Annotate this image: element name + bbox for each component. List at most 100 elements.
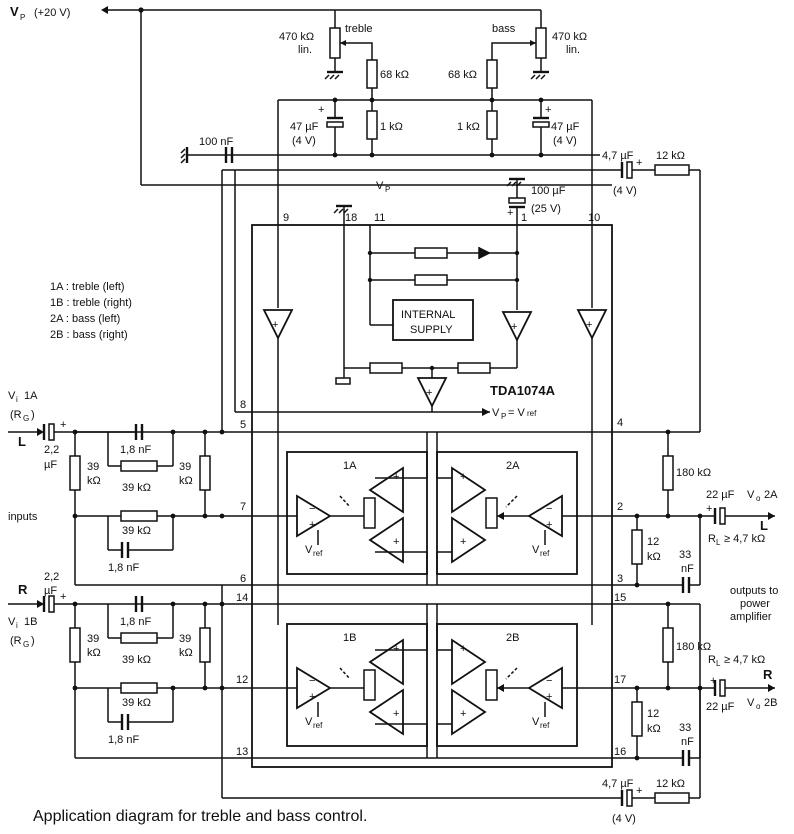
pin-18: 18: [345, 212, 357, 224]
svg-text:2,2: 2,2: [44, 571, 59, 583]
svg-text:12: 12: [647, 708, 659, 720]
pin-13: 13: [236, 746, 248, 758]
outputs-label-1: outputs to: [730, 585, 778, 597]
svg-text:(4 V): (4 V): [612, 813, 636, 825]
svg-text:≥ 4,7 kΩ: ≥ 4,7 kΩ: [724, 533, 765, 545]
supply-rail: [101, 6, 612, 186]
svg-text:kΩ: kΩ: [87, 475, 101, 487]
svg-text:V: V: [532, 544, 540, 556]
svg-text:39: 39: [179, 633, 191, 645]
pot-treble-value: 470 kΩ: [279, 31, 314, 43]
pin-5: 5: [240, 419, 246, 431]
svg-text:−: −: [309, 503, 315, 515]
svg-text:4,7 µF: 4,7 µF: [602, 778, 634, 790]
internal-supply-section: [234, 170, 608, 625]
svg-text:R: R: [763, 667, 773, 682]
svg-text:33: 33: [679, 549, 691, 561]
pin-2: 2: [617, 501, 623, 513]
svg-text:o: o: [756, 702, 761, 711]
svg-text:(R: (R: [10, 409, 22, 421]
svg-text:47 µF: 47 µF: [290, 121, 319, 133]
svg-text:2,2: 2,2: [44, 444, 59, 456]
svg-text:R: R: [18, 582, 28, 597]
svg-text:+: +: [460, 536, 466, 548]
svg-text:12 kΩ: 12 kΩ: [656, 778, 685, 790]
section-2b: [436, 604, 715, 758]
svg-text:≥ 4,7 kΩ: ≥ 4,7 kΩ: [724, 654, 765, 666]
treble-label: treble: [345, 23, 373, 35]
svg-text:P: P: [501, 412, 506, 421]
svg-text:(4 V): (4 V): [292, 135, 316, 147]
svg-text:µF: µF: [44, 459, 57, 471]
svg-text:(4 V): (4 V): [553, 135, 577, 147]
svg-text:+: +: [393, 708, 399, 720]
input-network-b: [8, 595, 700, 759]
svg-text:+: +: [710, 675, 716, 687]
pin-12: 12: [236, 674, 248, 686]
section-2a: [436, 432, 715, 585]
svg-text:µF: µF: [44, 585, 57, 597]
svg-text:(4 V): (4 V): [613, 185, 637, 197]
svg-text:1A: 1A: [24, 390, 38, 402]
outputs-label-3: amplifier: [730, 611, 772, 623]
inputs-label: inputs: [8, 511, 38, 523]
tone-networks: [180, 97, 600, 225]
vo2a-label: V: [747, 489, 755, 501]
svg-text:+: +: [318, 104, 324, 116]
vref-eq-label: V: [492, 407, 500, 419]
svg-text:+: +: [636, 157, 642, 169]
svg-text:V: V: [305, 544, 313, 556]
svg-text:V: V: [532, 716, 540, 728]
pin-10: 10: [588, 212, 600, 224]
chip-name: TDA1074A: [490, 383, 556, 398]
svg-text:+: +: [636, 785, 642, 797]
top-feedback-network: [221, 161, 701, 432]
svg-text:+: +: [460, 708, 466, 720]
pot-bass-value: 470 kΩ: [552, 31, 587, 43]
svg-text:1 kΩ: 1 kΩ: [457, 121, 480, 133]
pin-16: 16: [614, 746, 626, 758]
svg-text:−: −: [546, 675, 552, 687]
treble-potentiometer: [324, 10, 378, 100]
svg-text:+: +: [546, 519, 552, 531]
svg-text:39 kΩ: 39 kΩ: [122, 697, 151, 709]
svg-text:1,8 nF: 1,8 nF: [108, 562, 139, 574]
svg-text:): ): [31, 409, 35, 421]
svg-text:nF: nF: [681, 736, 694, 748]
pin-17: 17: [614, 674, 626, 686]
svg-text:+: +: [546, 691, 552, 703]
vp-internal-label: V: [376, 180, 384, 192]
input-network-a: [8, 423, 700, 586]
vp-value: (+20 V): [34, 7, 70, 19]
svg-text:+: +: [706, 503, 712, 515]
svg-text:+: +: [393, 536, 399, 548]
svg-text:kΩ: kΩ: [647, 551, 661, 563]
svg-text:o: o: [756, 494, 761, 503]
svg-text:39: 39: [87, 633, 99, 645]
svg-text:+: +: [586, 319, 592, 331]
svg-text:39: 39: [87, 461, 99, 473]
svg-text:39 kΩ: 39 kΩ: [122, 525, 151, 537]
svg-text:ref: ref: [540, 549, 550, 558]
svg-text:1,8 nF: 1,8 nF: [120, 616, 151, 628]
pin-14: 14: [236, 592, 248, 604]
svg-text:1 kΩ: 1 kΩ: [380, 121, 403, 133]
section-1b: [286, 604, 428, 758]
vp-supply-label: V: [10, 4, 19, 19]
svg-text:kΩ: kΩ: [87, 647, 101, 659]
svg-text:1B: 1B: [24, 616, 37, 628]
bass-label: bass: [492, 23, 516, 35]
output-network-b: [631, 604, 775, 766]
pin-9: 9: [283, 212, 289, 224]
svg-text:L: L: [716, 538, 721, 547]
svg-text:lin.: lin.: [566, 44, 580, 56]
svg-text:68 kΩ: 68 kΩ: [448, 69, 477, 81]
pin-7: 7: [240, 501, 246, 513]
svg-text:+: +: [393, 643, 399, 655]
svg-text:ref: ref: [527, 409, 537, 418]
section-1a-label: 1A: [343, 460, 357, 472]
svg-text:L: L: [716, 659, 721, 668]
svg-text:kΩ: kΩ: [179, 647, 193, 659]
svg-text:2B: 2B: [764, 697, 777, 709]
